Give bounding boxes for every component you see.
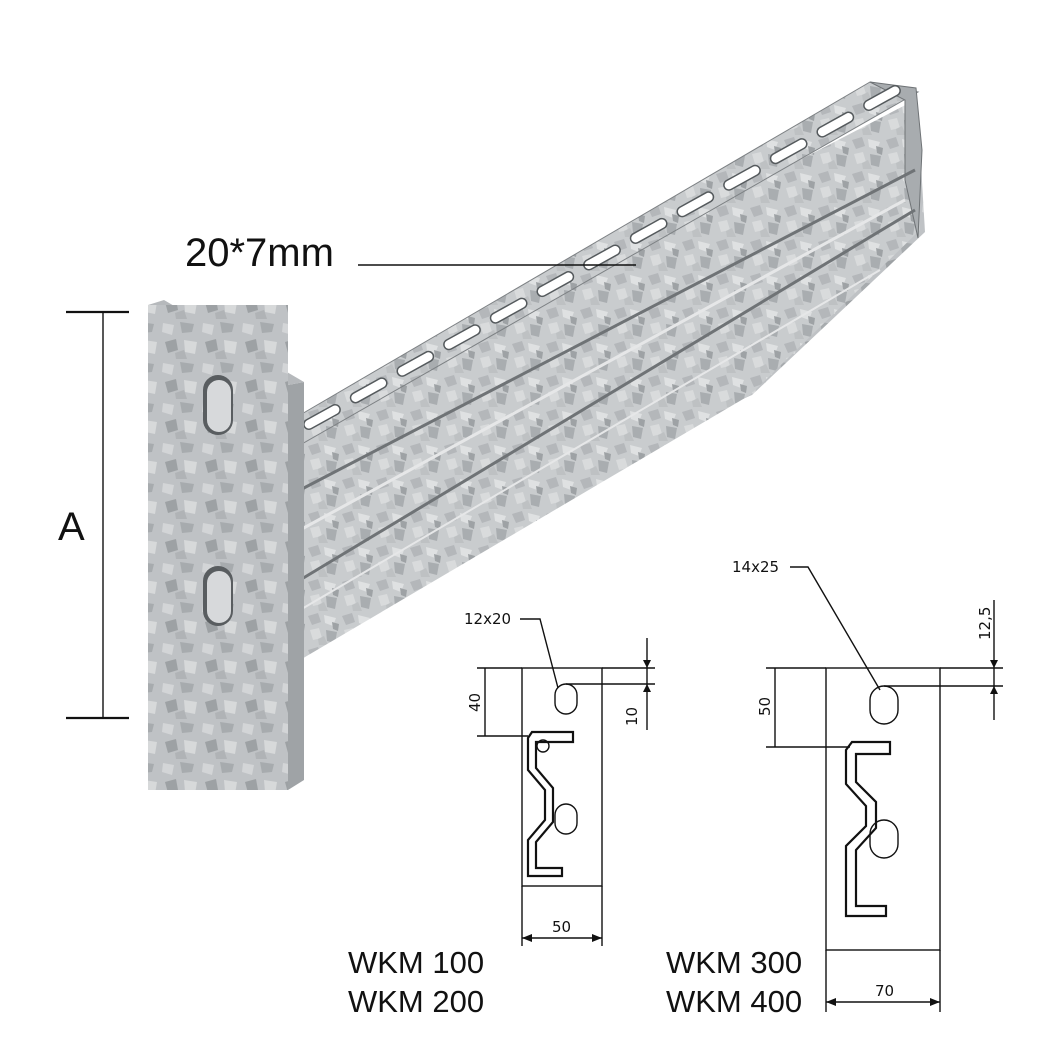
slot-size-label: 20*7mm: [185, 231, 334, 275]
left-model-2: WKM 200: [348, 984, 484, 1019]
arm-slot: [769, 138, 808, 165]
right-plate-hole-upper: [869, 685, 899, 725]
arm-slot: [443, 324, 481, 351]
arm-slot: [816, 111, 855, 138]
left-plate-hole-upper: [554, 683, 578, 715]
arm-rib-4: [299, 269, 881, 611]
right-width-dim-label: 70: [875, 982, 894, 1000]
arm-slot: [536, 271, 575, 298]
left-plate-drawing: 12x20 40 10 50 WKM 100 WKM 200: [348, 610, 655, 1019]
right-model-1: WKM 300: [666, 945, 802, 980]
left-height-dim-label: 40: [466, 693, 484, 712]
arm-slot: [303, 403, 341, 431]
right-plate-hole-lower: [869, 819, 899, 859]
right-hole-size-label: 14x25: [732, 558, 779, 576]
arm-slot: [723, 164, 761, 191]
wall-plate-hole-lower: [203, 566, 233, 626]
arm-slots: [303, 84, 901, 431]
right-model-2: WKM 400: [666, 984, 802, 1019]
dimension-A: A: [58, 310, 129, 720]
left-offset-dim-label: 10: [623, 707, 641, 726]
wall-plate-hole-upper: [203, 375, 233, 435]
arm-slot: [489, 297, 528, 324]
arm-slot: [863, 84, 901, 112]
right-plate-drawing: 14x25 50 12,5 70 WKM 300 WKM 400: [666, 558, 1003, 1019]
right-plate-profile: [844, 740, 892, 918]
right-offset-dim-label: 12,5: [976, 607, 994, 640]
slot-size-callout: 20*7mm: [185, 231, 636, 275]
right-height-dim-label: 50: [756, 697, 774, 716]
arm-rib-2: [299, 198, 906, 532]
arm-slot: [629, 217, 668, 244]
left-hole-size-label: 12x20: [464, 610, 511, 628]
arm-rib-1: [299, 168, 916, 492]
arm-slot: [396, 350, 435, 377]
left-plate-hole-lower: [554, 803, 578, 835]
left-plate-profile: [526, 730, 575, 878]
wall-plate: [148, 300, 304, 790]
arm-slot: [583, 244, 621, 271]
arm-slot: [676, 191, 715, 218]
left-model-1: WKM 100: [348, 945, 484, 980]
wall-plate-side: [288, 382, 304, 790]
dimension-A-label: A: [58, 505, 85, 549]
left-width-dim-label: 50: [552, 918, 571, 936]
arm-slot: [349, 377, 388, 404]
arm-rib-3: [299, 208, 916, 582]
arm-end-face: [869, 81, 923, 239]
bracket-arm: [299, 81, 925, 660]
